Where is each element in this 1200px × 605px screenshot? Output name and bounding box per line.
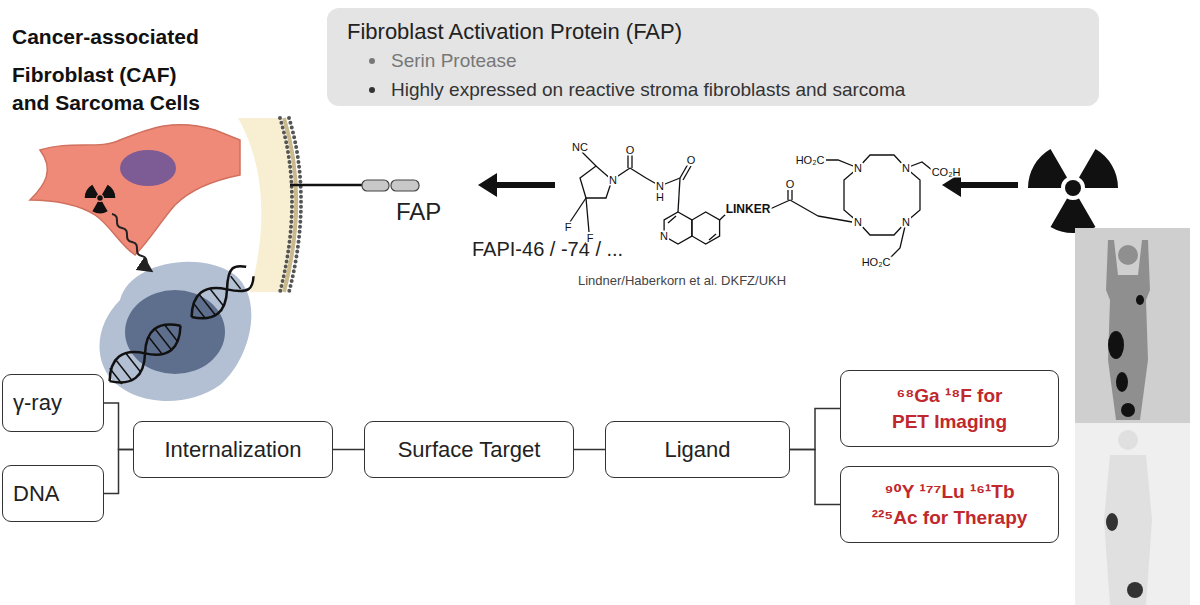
box-text: Ligand bbox=[664, 437, 730, 463]
uptake-spot bbox=[1106, 513, 1143, 598]
heading-label: and Sarcoma Cells bbox=[12, 91, 200, 115]
process-box: Internalization bbox=[133, 421, 333, 478]
atom-label: N bbox=[659, 231, 669, 242]
process-box: Ligand bbox=[605, 421, 790, 478]
process-box: Surface Target bbox=[364, 421, 574, 478]
info-panel: Fibroblast Activation Protein (FAP) Serin… bbox=[327, 8, 1099, 106]
process-box: DNA bbox=[2, 465, 104, 522]
annotation-label: FAPI-46 / -74 / ... bbox=[472, 238, 623, 261]
connector-line bbox=[790, 450, 840, 505]
protein-domain bbox=[362, 180, 389, 191]
bullet-dot bbox=[369, 87, 375, 93]
binding-arrow bbox=[494, 182, 555, 188]
box-text: Surface Target bbox=[398, 437, 541, 463]
atom-label: NC bbox=[571, 142, 589, 153]
atom-label: HO₂C bbox=[795, 155, 826, 166]
bullet-text: Highly expressed on reactive stroma fibr… bbox=[391, 79, 905, 101]
body-silhouette bbox=[1104, 430, 1152, 605]
extracellular-space bbox=[238, 118, 294, 292]
atom-label: N bbox=[608, 175, 618, 186]
connector-line bbox=[574, 449, 605, 451]
arrow-head bbox=[478, 173, 497, 197]
heading-label: Cancer-associated Fibroblast (CAF) bbox=[12, 18, 247, 94]
box-text: DNA bbox=[13, 481, 59, 507]
protein-anchor bbox=[290, 184, 362, 187]
panel-title: Fibroblast Activation Protein (FAP) bbox=[347, 18, 1079, 46]
atom-label: O bbox=[785, 179, 796, 190]
uptake-spot bbox=[1108, 295, 1144, 417]
isotope-text: ⁶⁸Ga ¹⁸F for PET Imaging bbox=[886, 383, 1014, 435]
connector-line bbox=[104, 403, 133, 450]
dna-helix bbox=[101, 260, 259, 392]
atom-label: H bbox=[655, 192, 665, 203]
cell-nucleus bbox=[120, 150, 176, 186]
fibroblast-cell bbox=[30, 125, 240, 255]
atom-label: N bbox=[901, 217, 911, 228]
atom-label: HO₂C bbox=[861, 257, 892, 268]
atom-label: CO₂H bbox=[931, 167, 962, 178]
atom-label: O bbox=[686, 155, 697, 166]
annotation-label: Lindner/Haberkorn et al. DKFZ/UKH bbox=[578, 274, 786, 289]
process-box: γ-ray bbox=[2, 374, 104, 432]
isotope-box: ⁹⁰Y ¹⁷⁷Lu ¹⁶¹Tb ²²⁵Ac for Therapy bbox=[840, 466, 1059, 543]
connector-line bbox=[790, 409, 840, 450]
pet-image bbox=[1075, 228, 1190, 423]
bullet-text: Serin Protease bbox=[391, 50, 517, 72]
membrane-core bbox=[284, 118, 296, 292]
atom-label: N bbox=[655, 181, 665, 192]
radiation-symbol bbox=[1028, 149, 1118, 233]
connector-line bbox=[333, 449, 364, 451]
pet-image bbox=[1075, 423, 1190, 605]
atom-label: N bbox=[901, 163, 911, 174]
labeling-arrow bbox=[958, 182, 1018, 188]
radiation-wave bbox=[112, 214, 150, 270]
chemical-structure bbox=[570, 152, 932, 258]
box-text: Internalization bbox=[165, 437, 302, 463]
annotation-label: FAP bbox=[396, 198, 441, 226]
bullet-dot bbox=[369, 58, 375, 64]
isotope-text: ⁹⁰Y ¹⁷⁷Lu ¹⁶¹Tb ²²⁵Ac for Therapy bbox=[864, 479, 1036, 531]
radiation-symbol bbox=[85, 185, 116, 214]
atom-label: O bbox=[625, 145, 636, 156]
protein-domain bbox=[391, 180, 419, 191]
atom-label: N bbox=[853, 163, 863, 174]
atom-label: F bbox=[564, 222, 573, 233]
atom-label: F bbox=[586, 233, 595, 244]
box-text: γ-ray bbox=[13, 390, 62, 416]
connector-line bbox=[104, 450, 133, 494]
atom-label: N bbox=[853, 217, 863, 228]
body-silhouette bbox=[1106, 240, 1150, 420]
cell-nucleus bbox=[125, 290, 225, 374]
isotope-box: ⁶⁸Ga ¹⁸F for PET Imaging bbox=[840, 370, 1059, 447]
atom-label: LINKER bbox=[725, 203, 772, 215]
